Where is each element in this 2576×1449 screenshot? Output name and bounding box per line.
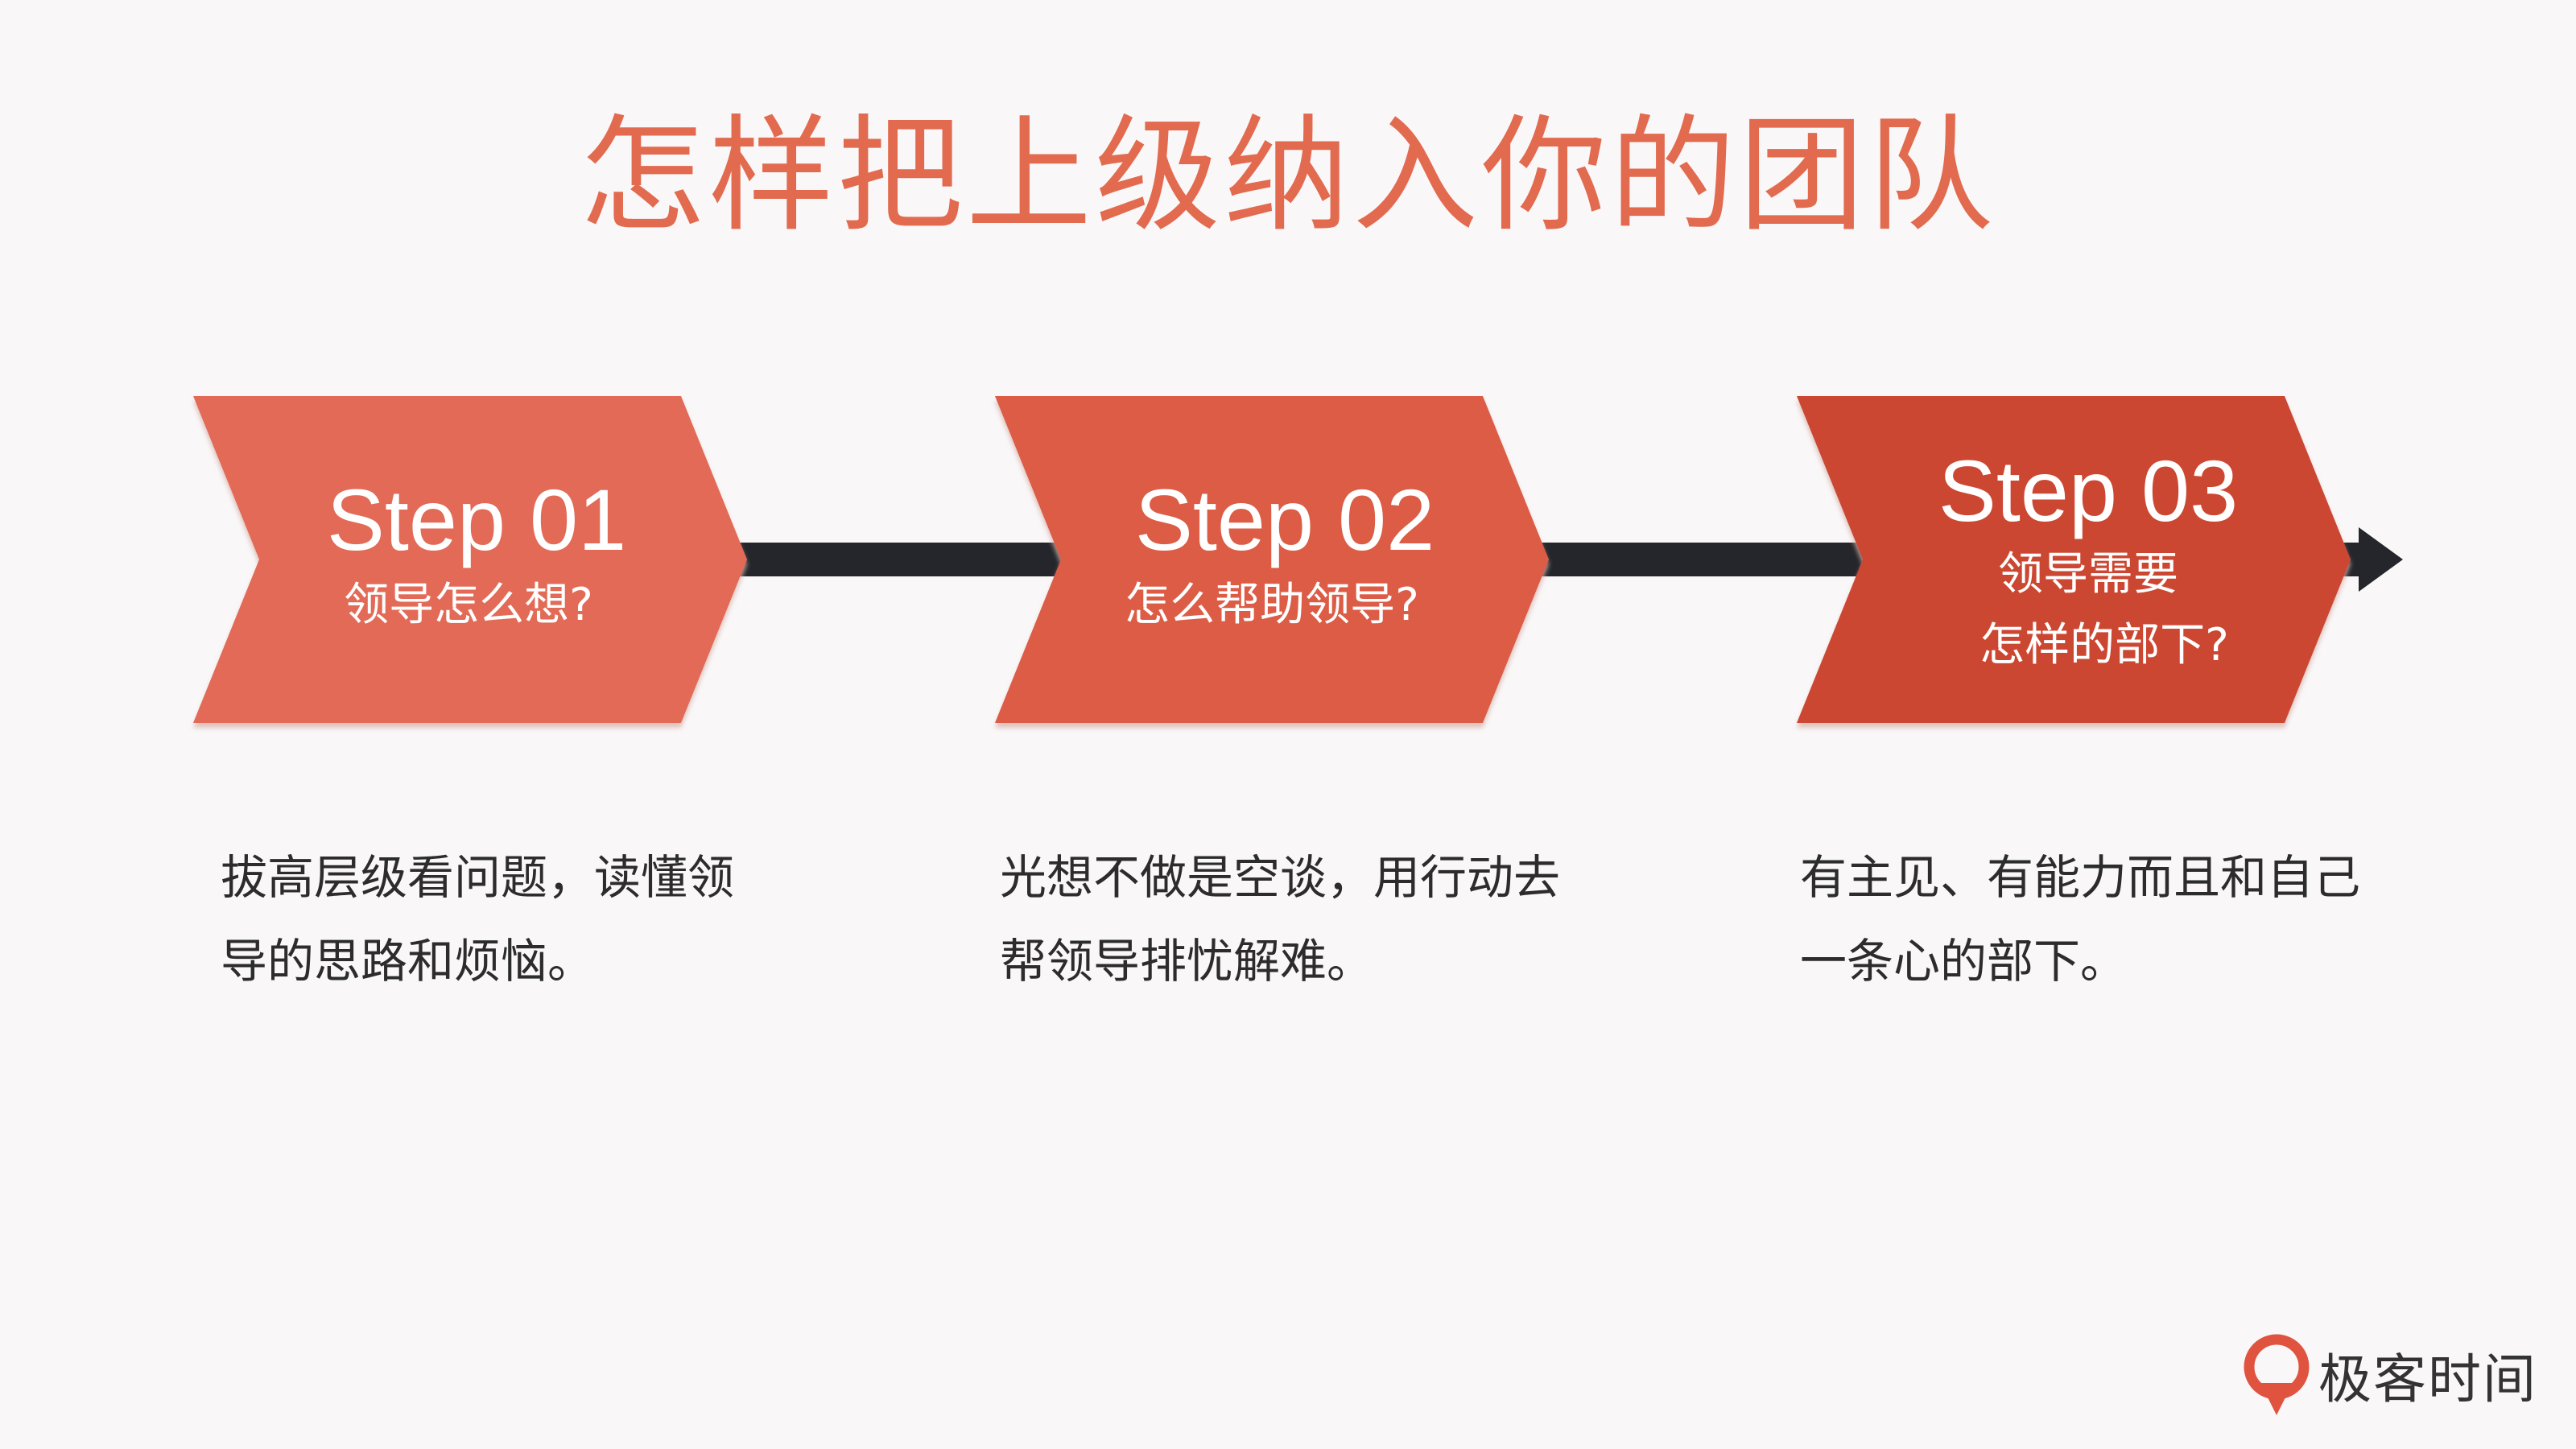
step-03-label: Step 03: [1938, 442, 2238, 539]
page-title: 怎样把上级纳入你的团队: [580, 102, 1996, 249]
step-01-description: 拔高层级看问题，读懂领 导的思路和烦恼。: [221, 836, 734, 1003]
step-01-label: Step 01: [327, 471, 626, 568]
brand-logo: 极客时间: [2243, 1330, 2537, 1420]
step-02-description-line: 光想不做是空谈，用行动去: [1000, 850, 1561, 905]
step-03-subtitle-line-2: 怎样的部下?: [1979, 619, 2229, 671]
step-01-chevron: [193, 396, 747, 723]
step-03-description-line: 一条心的部下。: [1800, 934, 2128, 989]
timeline-arrow-head-icon: [2359, 527, 2403, 592]
step-02-description-line: 帮领导排忧解难。: [1000, 934, 1374, 989]
step-02-description: 光想不做是空谈，用行动去 帮领导排忧解难。: [1000, 836, 1560, 1003]
step-01-description-line: 拔高层级看问题，读懂领: [221, 850, 735, 905]
step-02-chevron: [995, 396, 1549, 723]
step-03-subtitle-line-1: 领导需要: [1998, 548, 2178, 601]
step-01-subtitle: 领导怎么想?: [344, 579, 593, 631]
brand-name: 极客时间: [2318, 1348, 2537, 1410]
step-02-label: Step 02: [1135, 471, 1435, 568]
step-01-description-line: 导的思路和烦恼。: [221, 934, 595, 989]
geek-time-logo-icon: [2244, 1334, 2310, 1415]
step-03-chevron: [1797, 396, 2351, 723]
step-03-description: 有主见、有能力而且和自己 一条心的部下。: [1800, 836, 2360, 1003]
step-02-subtitle: 怎么帮助领导?: [1125, 579, 1419, 631]
step-03-description-line: 有主见、有能力而且和自己: [1800, 850, 2361, 905]
